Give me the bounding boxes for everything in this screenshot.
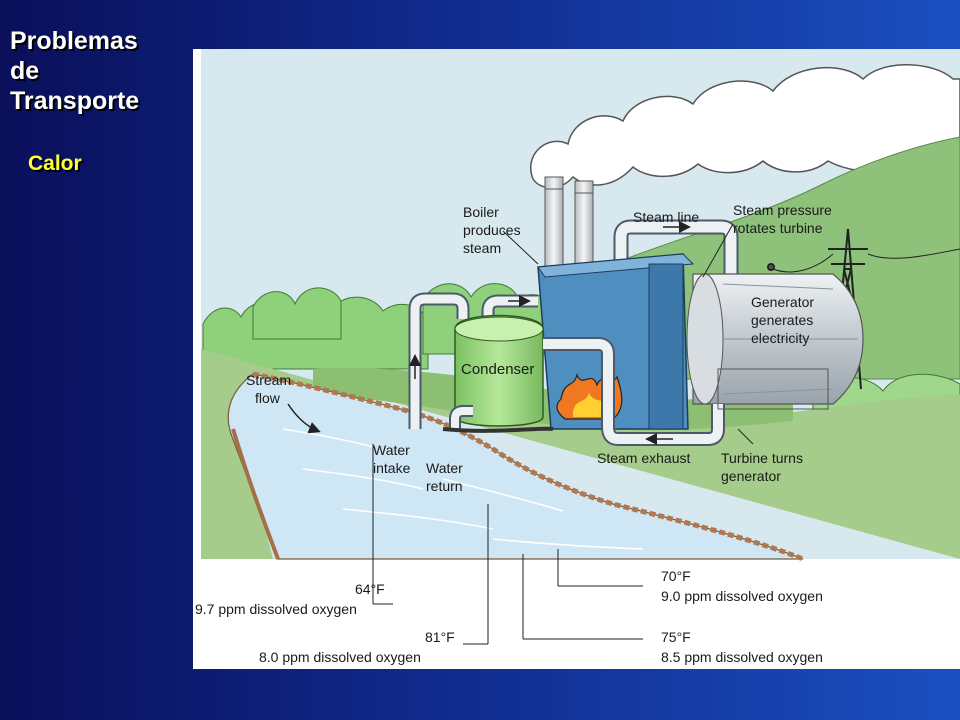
smoke-cloud (530, 64, 960, 189)
river-bank (252, 371, 804, 562)
title-line-1: Problemas (10, 27, 138, 55)
label-turbine-turns-1: Turbine turns (721, 450, 803, 466)
label-steam-line: Steam line (633, 209, 699, 225)
label-generator-2: generates (751, 312, 813, 328)
smokestack-left (544, 176, 564, 278)
diagram-labels: Boiler produces steam Steam line Steam p… (246, 202, 832, 494)
label-stream-flow-2: flow (255, 390, 281, 406)
label-generator-1: Generator (751, 294, 814, 310)
slide-subtitle: Calor (28, 152, 82, 175)
label-condenser: Condenser (461, 361, 534, 378)
title-line-3: Transporte (10, 87, 140, 115)
label-boiler-1: Boiler (463, 204, 499, 220)
label-steam-pressure-2: rotates turbine (733, 220, 823, 236)
reading-3-temp: 70°F (661, 568, 691, 584)
label-steam-pressure-1: Steam pressure (733, 202, 832, 218)
leader-lines (372, 223, 754, 645)
reading-1-temp: 64°F (355, 581, 385, 597)
power-plant-diagram: Boiler produces steam Steam line Steam p… (193, 49, 960, 669)
label-water-intake-1: Water (373, 442, 410, 458)
reading-2-temp: 81°F (425, 629, 455, 645)
label-turbine-turns-2: generator (721, 468, 781, 484)
river (227, 373, 804, 560)
title-line-2: de (10, 57, 40, 85)
label-stream-flow-1: Stream (246, 372, 291, 388)
reading-4-temp: 75°F (661, 629, 691, 645)
label-water-return-2: return (426, 478, 463, 494)
temperature-readings: 64°F 9.7 ppm dissolved oxygen 81°F 8.0 p… (195, 568, 823, 665)
stream-flow-arrow (287, 403, 321, 434)
reading-4-oxygen: 8.5 ppm dissolved oxygen (661, 649, 823, 665)
label-boiler-2: produces (463, 222, 521, 238)
water-ripples (282, 428, 644, 550)
reading-1-oxygen: 9.7 ppm dissolved oxygen (195, 601, 357, 617)
label-generator-3: electricity (751, 330, 809, 346)
reading-2-oxygen: 8.0 ppm dissolved oxygen (259, 649, 421, 665)
reading-3-oxygen: 9.0 ppm dissolved oxygen (661, 588, 823, 604)
label-water-intake-2: intake (373, 460, 411, 476)
label-water-return-1: Water (426, 460, 463, 476)
label-boiler-3: steam (463, 240, 501, 256)
label-steam-exhaust: Steam exhaust (597, 450, 690, 466)
slide-title: Problemas de Transporte (10, 26, 190, 116)
condenser (454, 314, 544, 427)
caption-area (193, 559, 960, 669)
